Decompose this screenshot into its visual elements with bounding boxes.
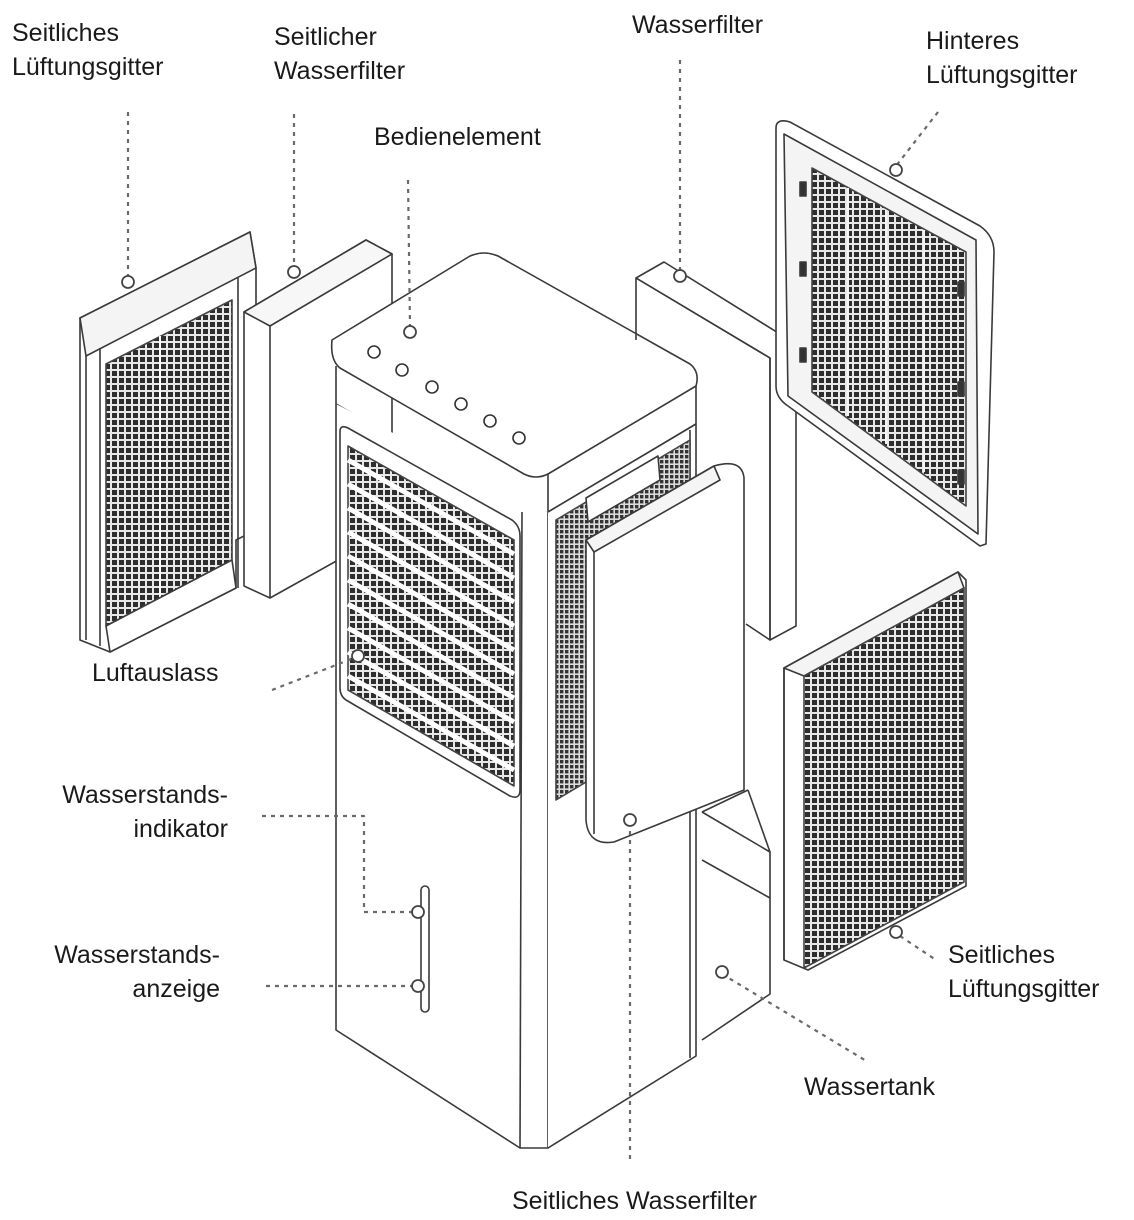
control-panel-buttons: [367, 345, 526, 445]
label-air-outlet: Luftauslass: [92, 656, 218, 690]
label-side-water-filter-left-line2: Wasserfilter: [274, 57, 406, 85]
leader-lines: [126, 60, 939, 1160]
label-side-grille-right-line2: Lüftungsgitter: [948, 975, 1100, 1003]
rear-grille: [775, 120, 995, 547]
label-water-tank-text: Wassertank: [804, 1073, 936, 1101]
label-water-filter: Wasserfilter: [632, 8, 763, 42]
label-side-water-filter-left-line1: Seitlicher: [274, 23, 377, 51]
label-side-water-filter-bottom: Seitliches Wasserfilter: [512, 1184, 757, 1218]
label-side-grille-left-line2: Lüftungsgitter: [12, 53, 164, 81]
label-water-tank: Wassertank: [804, 1070, 935, 1104]
side-grille-right: [783, 571, 967, 971]
label-air-outlet-text: Luftauslass: [92, 659, 219, 687]
label-side-grille-right-line1: Seitliches: [948, 941, 1055, 969]
label-side-water-filter-left: Seitlicher Wasserfilter: [274, 20, 405, 88]
water-level-window: [420, 885, 430, 1013]
label-control-panel-text: Bedienelement: [374, 123, 541, 151]
label-rear-grille-line2: Lüftungsgitter: [926, 61, 1078, 89]
label-water-level-display: Wasserstands- anzeige: [10, 938, 220, 1006]
water-filter-right: [635, 261, 797, 641]
label-side-grille-left: Seitliches Lüftungsgitter: [12, 16, 164, 84]
label-control-panel: Bedienelement: [374, 120, 541, 154]
label-water-level-indicator-line2: indikator: [133, 815, 229, 843]
label-rear-grille: Hinteres Lüftungsgitter: [926, 24, 1078, 92]
side-grille-left: [79, 231, 257, 653]
label-water-level-display-line2: anzeige: [132, 975, 220, 1003]
air-outlet-louvers: [346, 457, 516, 773]
label-water-level-display-line1: Wasserstands-: [54, 941, 220, 969]
side-water-filter-front: [585, 462, 745, 844]
label-water-level-indicator-line1: Wasserstands-: [62, 781, 228, 809]
label-side-grille-right: Seitliches Lüftungsgitter: [948, 938, 1100, 1006]
label-side-water-filter-bottom-text: Seitliches Wasserfilter: [512, 1187, 757, 1215]
label-water-filter-text: Wasserfilter: [632, 11, 764, 39]
label-water-level-indicator: Wasserstands- indikator: [20, 778, 228, 846]
label-side-grille-left-line1: Seitliches: [12, 19, 119, 47]
label-rear-grille-line1: Hinteres: [926, 27, 1020, 55]
leader-endpoints: [121, 163, 903, 993]
water-tank: [701, 789, 771, 1041]
